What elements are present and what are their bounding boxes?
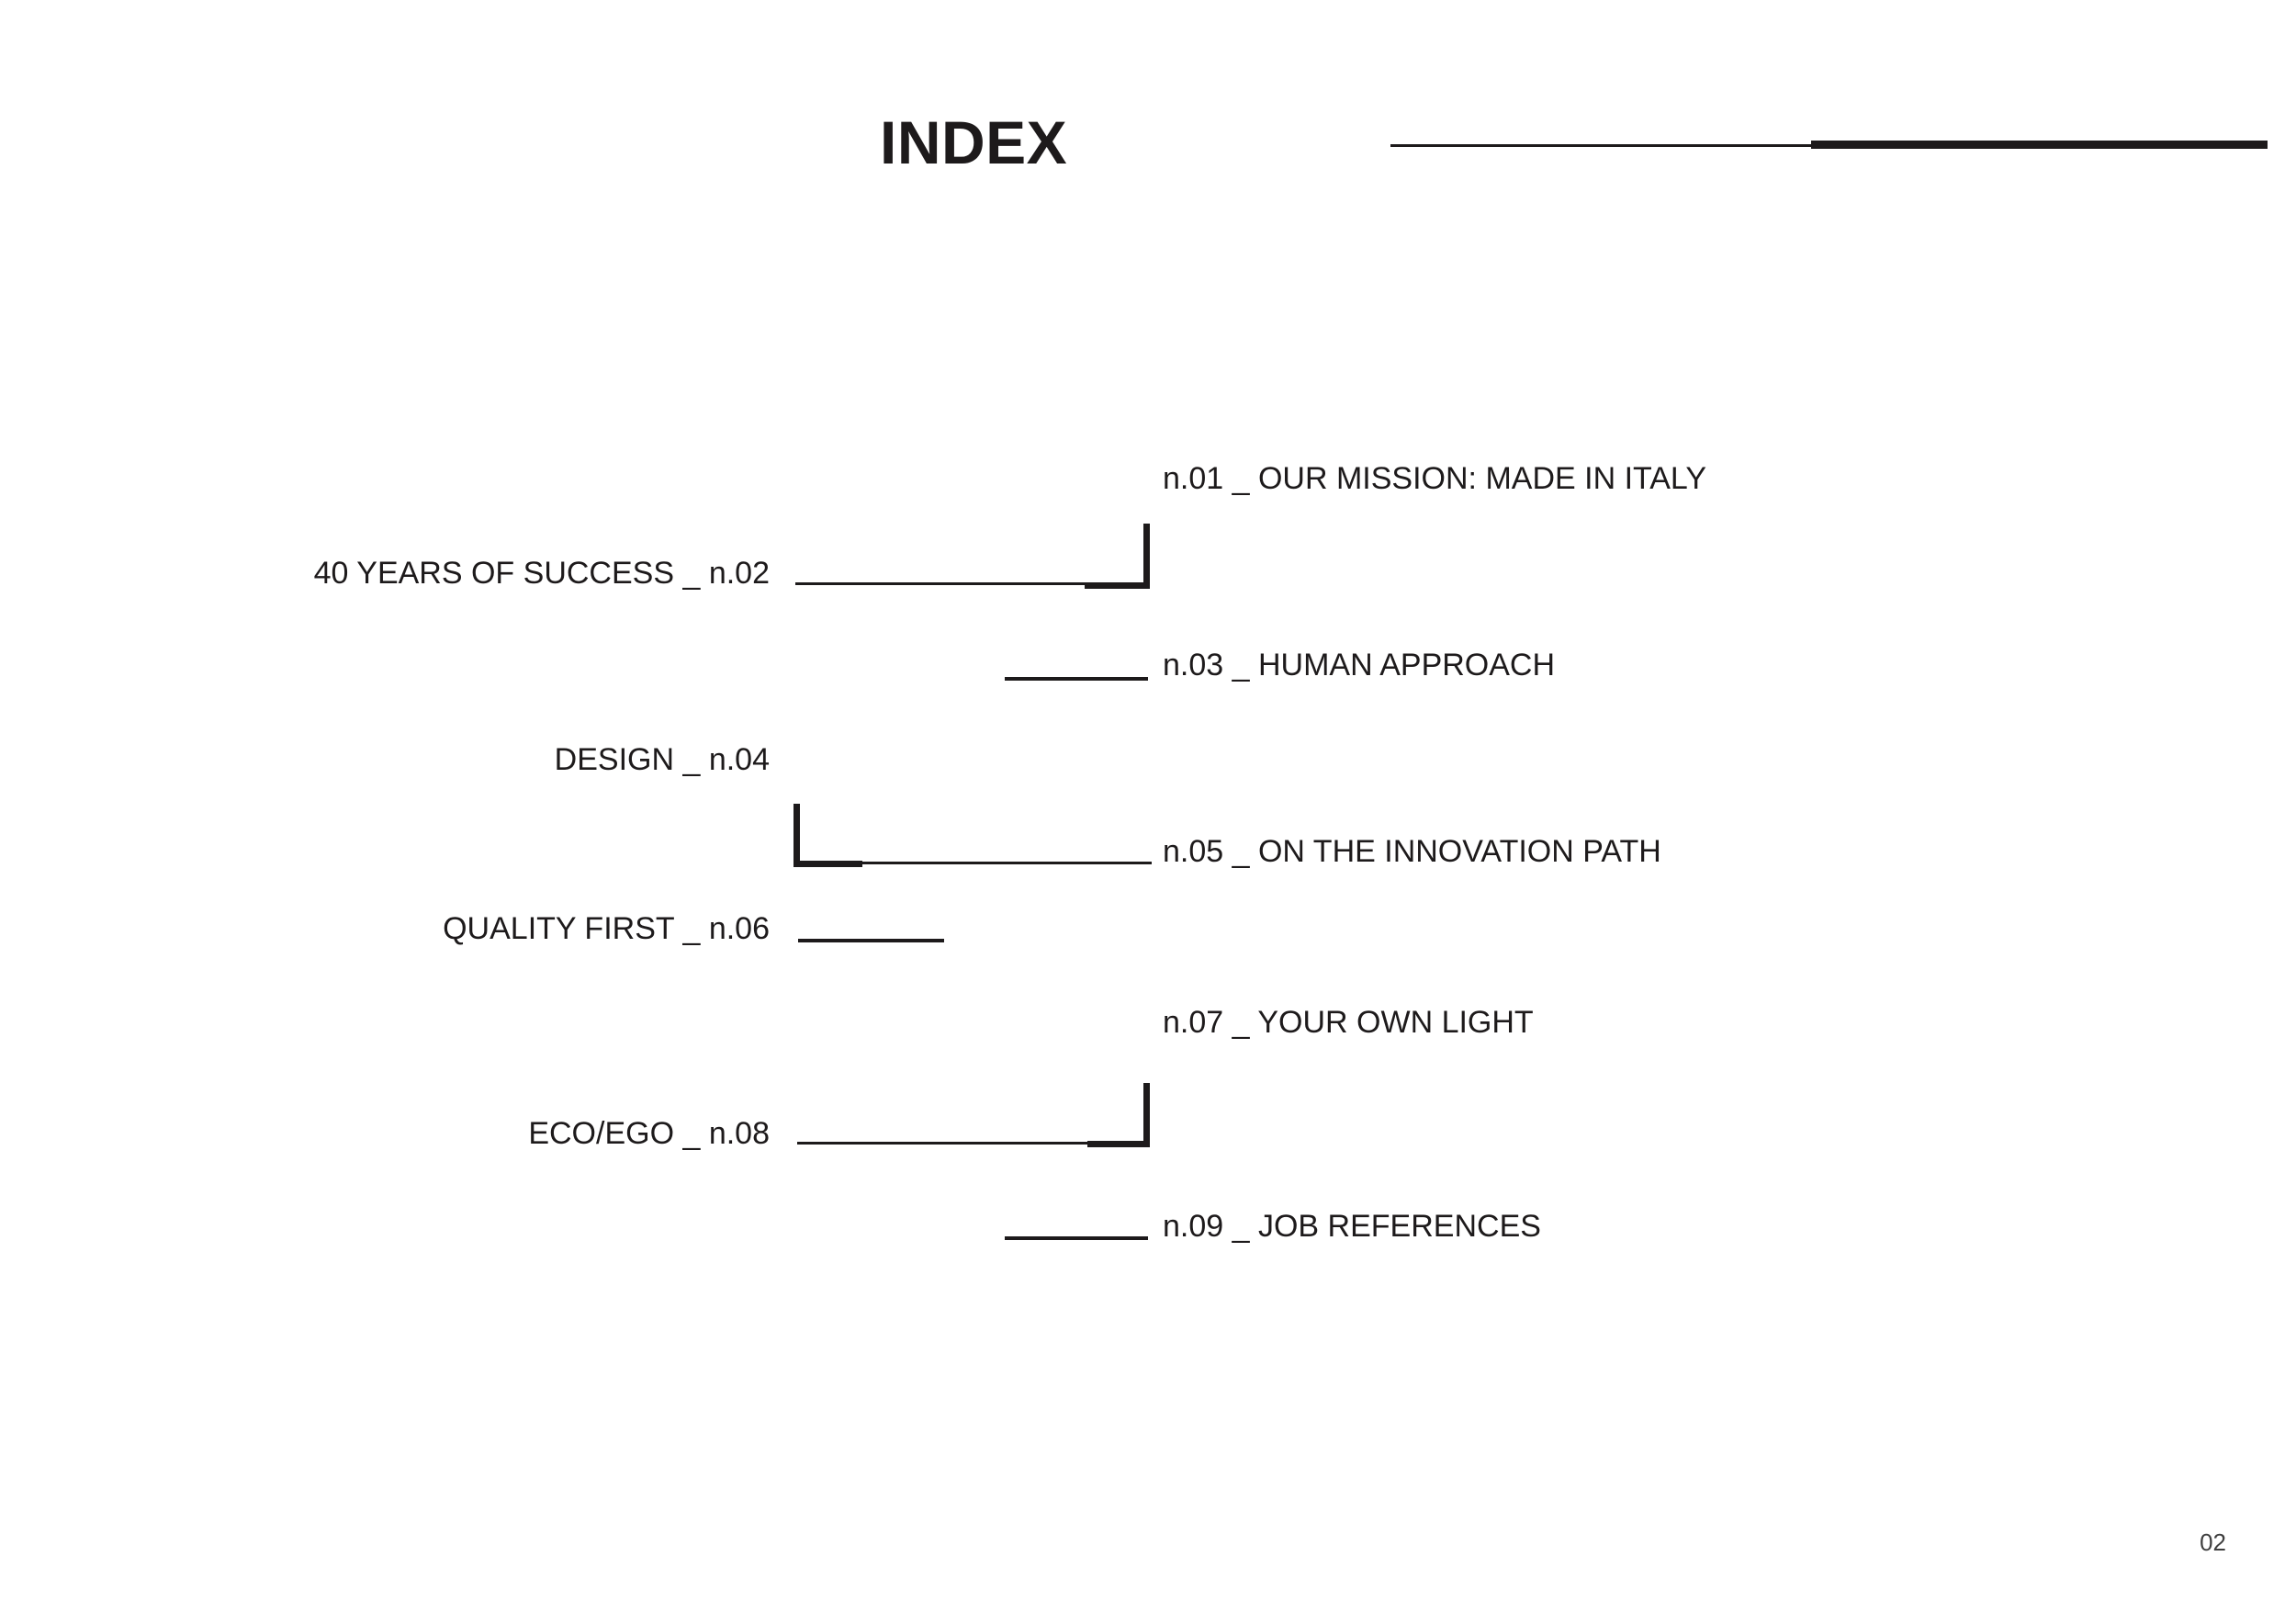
connector-n09-line [1005, 1236, 1148, 1240]
connector-n02-vertical-bar [1143, 524, 1150, 589]
connector-n05-vertical-bar [793, 804, 800, 867]
connector-n08-line [797, 1142, 1089, 1145]
header-rule-thick-segment [1811, 141, 2268, 149]
toc-entry-n02[interactable]: 40 YEARS OF SUCCESS _ n.02 [313, 556, 770, 591]
toc-entry-n08[interactable]: ECO/EGO _ n.08 [528, 1116, 770, 1151]
connector-n08-vertical-bar [1143, 1083, 1150, 1147]
toc-entry-n04[interactable]: DESIGN _ n.04 [554, 742, 770, 777]
connector-n08-corner [1087, 1141, 1150, 1147]
toc-entry-n01[interactable]: n.01 _ OUR MISSION: MADE IN ITALY [1163, 461, 1706, 496]
connector-n02-line [795, 582, 1086, 585]
connector-n05-corner [793, 861, 862, 867]
toc-entry-n03[interactable]: n.03 _ HUMAN APPROACH [1163, 648, 1556, 682]
toc-entry-n09[interactable]: n.09 _ JOB REFERENCES [1163, 1209, 1541, 1244]
connector-n03-line [1005, 677, 1148, 681]
page-number: 02 [2200, 1528, 2226, 1556]
toc-entry-n05[interactable]: n.05 _ ON THE INNOVATION PATH [1163, 834, 1661, 869]
toc-entry-n06[interactable]: QUALITY FIRST _ n.06 [443, 911, 770, 946]
toc-entry-n07[interactable]: n.07 _ YOUR OWN LIGHT [1163, 1005, 1534, 1040]
page-title: INDEX [880, 108, 1068, 176]
connector-n02-corner [1085, 582, 1150, 589]
connector-n05-line [862, 862, 1152, 864]
header-rule-thin-segment [1390, 144, 1811, 147]
connector-n06-line [798, 939, 944, 942]
